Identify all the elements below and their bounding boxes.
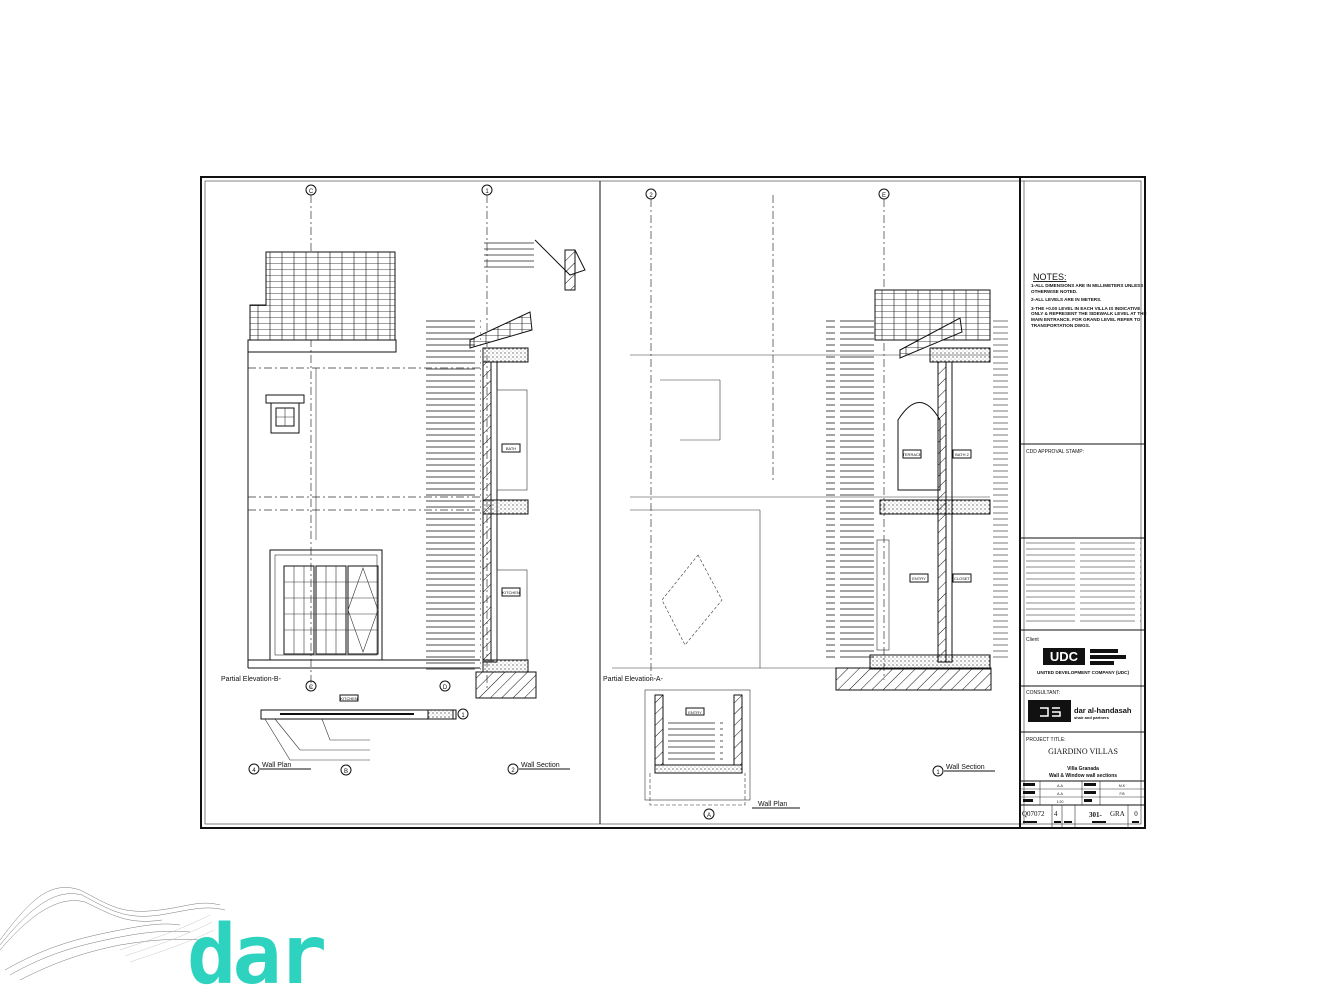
svg-text:dar: dar — [187, 908, 325, 1000]
drawing-sheet: C 1 — [200, 176, 1147, 829]
sheet-border — [200, 176, 1146, 829]
svg-text:dar al-handasah: dar al-handasah — [1074, 706, 1132, 715]
svg-text:UDC: UDC — [1050, 649, 1079, 664]
svg-text:D: D — [443, 685, 448, 691]
partial-elevation-b: Partial Elevation-B- — [221, 251, 480, 683]
stamp-label: CDD APPROVAL STAMP: — [1026, 449, 1084, 455]
svg-text:1: 1 — [485, 189, 489, 195]
note-2: 2-ALL LEVELS ARE IN METERS. — [1031, 297, 1102, 303]
svg-text:301-: 301- — [1089, 811, 1103, 819]
wave-graphic-icon — [0, 887, 226, 981]
svg-text:A.A: A.A — [1057, 792, 1063, 796]
notes: NOTES: 1-ALL DIMENSIONS ARE IN MILLIMETE… — [1031, 272, 1147, 328]
dar-consultant-logo: dar al-handasah shair and partners — [1028, 700, 1132, 722]
svg-text:Wall Plan: Wall Plan — [262, 762, 291, 769]
svg-text:1: 1 — [936, 770, 940, 776]
svg-text:KITCHEN: KITCHEN — [502, 590, 520, 595]
compliance-text — [1026, 542, 1141, 626]
svg-text:Client: Client — [1026, 637, 1039, 643]
right-panel: 2 E TERRACE — [603, 188, 1008, 820]
svg-text:M.K: M.K — [1119, 784, 1126, 788]
svg-text:BATH: BATH — [506, 446, 516, 451]
svg-text:4: 4 — [252, 768, 256, 774]
svg-text:NOTES:: NOTES: — [1033, 272, 1067, 282]
svg-text:A: A — [707, 813, 711, 819]
wall-section-2-label: 2 Wall Section — [507, 762, 570, 775]
svg-text:Wall Section: Wall Section — [946, 764, 985, 771]
svg-text:0: 0 — [1134, 810, 1138, 818]
svg-text:CONSULTANT:: CONSULTANT: — [1026, 690, 1060, 696]
project-title: GIARDINO VILLAS — [1048, 747, 1118, 756]
svg-text:Wall Plan: Wall Plan — [758, 801, 787, 808]
wall-plan-4: C D 1 B KITCHEN 4 Wall Plan — [248, 680, 469, 776]
svg-text:PROJECT TITLE:: PROJECT TITLE: — [1026, 737, 1066, 743]
svg-text:ENTRY: ENTRY — [688, 710, 702, 715]
elevation-a-title: Partial Elevation-A- — [603, 676, 664, 683]
svg-text:E: E — [882, 193, 886, 199]
title-block: NOTES: 1-ALL DIMENSIONS ARE IN MILLIMETE… — [1020, 272, 1147, 828]
svg-text:1:20: 1:20 — [1057, 800, 1064, 804]
note-1: 1-ALL DIMENSIONS ARE IN MILLIMETERS UNLE… — [1031, 283, 1144, 294]
dar-logo: dar — [0, 887, 329, 1000]
svg-text:1: 1 — [461, 713, 465, 719]
svg-text:TERRACE: TERRACE — [902, 452, 921, 457]
wall-section-1-label: 1 Wall Section — [932, 764, 995, 777]
svg-text:BATH 2: BATH 2 — [955, 452, 969, 457]
grid-bubble-e: E — [878, 188, 890, 680]
svg-text:ENTRY: ENTRY — [912, 576, 926, 581]
svg-text:UNITED DEVELOPMENT COMPANY (UD: UNITED DEVELOPMENT COMPANY (UDC) — [1037, 670, 1129, 675]
svg-text:C: C — [309, 685, 314, 691]
elevation-b-title: Partial Elevation-B- — [221, 676, 282, 683]
svg-text:CLOSET: CLOSET — [954, 576, 971, 581]
svg-text:KITCHEN: KITCHEN — [340, 696, 358, 701]
svg-text:Wall & Window wall sections: Wall & Window wall sections — [1049, 773, 1117, 779]
note-3: 3-THE +0.00 LEVEL IN EACH VILLA IS INDIC… — [1031, 305, 1147, 328]
svg-text:F.B: F.B — [1119, 792, 1125, 796]
svg-text:Villa Granada: Villa Granada — [1067, 766, 1099, 772]
udc-logo: UDC — [1043, 648, 1126, 665]
svg-text:4: 4 — [1054, 810, 1058, 818]
svg-text:A.A: A.A — [1057, 784, 1063, 788]
wall-section-2: BATH KITCHEN — [426, 239, 586, 699]
svg-text:B: B — [344, 769, 348, 775]
wall-section-1: TERRACE BATH 2 ENTRY CLOSET — [826, 289, 1008, 691]
svg-text:Wall Section: Wall Section — [521, 762, 560, 769]
svg-text:Q07072: Q07072 — [1022, 810, 1045, 818]
svg-text:shair and partners: shair and partners — [1074, 715, 1110, 720]
svg-text:C: C — [309, 189, 314, 195]
svg-text:2: 2 — [649, 193, 653, 199]
wall-plan-a: ENTRY A Wall Plan — [644, 689, 800, 820]
left-panel: C 1 — [221, 184, 586, 776]
grid-bubble-2: 2 — [645, 188, 657, 680]
svg-text:2: 2 — [511, 768, 515, 774]
svg-text:GRA: GRA — [1110, 810, 1125, 818]
